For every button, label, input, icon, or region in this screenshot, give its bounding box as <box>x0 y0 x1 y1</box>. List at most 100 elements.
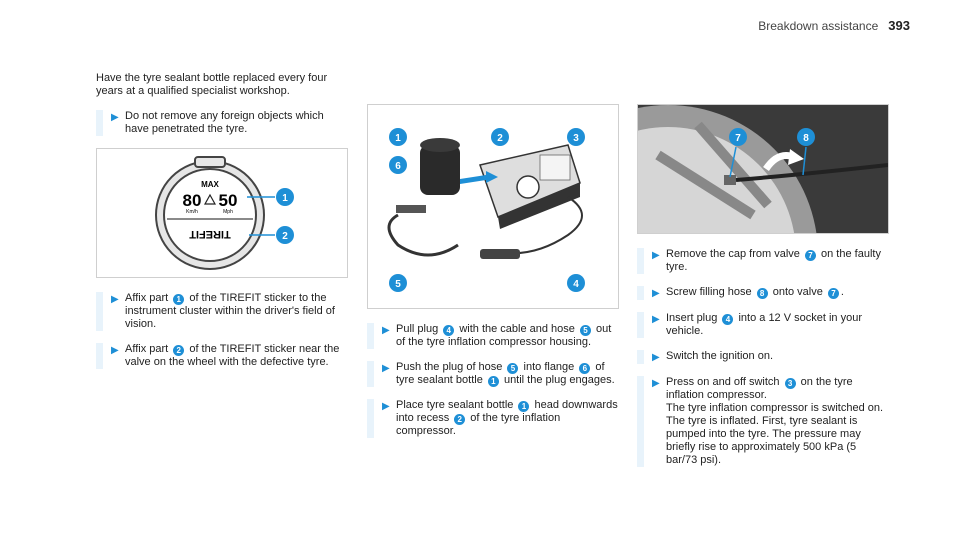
step-remove-cap: ▶ Remove the cap from valve 7 on the fau… <box>637 248 889 274</box>
compressor-illustration: 1 2 3 6 5 4 <box>387 128 585 292</box>
warning-triangle-icon <box>203 193 217 205</box>
callout-7 <box>729 128 747 146</box>
step-bar <box>367 399 374 438</box>
callout-2-label: 2 <box>282 231 288 242</box>
step-bar <box>96 343 103 369</box>
step-arrow-icon: ▶ <box>652 352 660 363</box>
callout-5 <box>389 274 407 292</box>
page-header: Breakdown assistance 393 <box>758 18 910 33</box>
part-badge: 4 <box>722 314 734 325</box>
part-badge: 1 <box>487 376 499 387</box>
text-part: Affix part <box>125 343 172 355</box>
text-part: head downwards into recess <box>396 399 618 424</box>
intro-text: Have the tyre sealant bottle replaced ev… <box>96 72 328 97</box>
step-arrow-icon: ▶ <box>111 112 119 123</box>
step-arrow-icon: ▶ <box>382 401 390 412</box>
part-badge: 5 <box>507 363 519 374</box>
callout-4-label: 4 <box>573 279 579 290</box>
step-arrow-icon: ▶ <box>652 314 660 325</box>
callout-3-label: 3 <box>573 133 579 144</box>
step-text: Affix part 2 of the TIREFIT sticker near… <box>125 343 348 369</box>
sticker-mph-value: 50 <box>219 191 238 210</box>
step-bar <box>96 292 103 331</box>
tirefit-sticker-illustration: MAX 80 50 Km/h Mph TIREFIT 1 2 <box>155 156 294 270</box>
step-text: Remove the cap from valve 7 on the fault… <box>666 248 889 274</box>
step-bar <box>637 312 644 338</box>
step-note: ▶ Do not remove any foreign objects whic… <box>96 110 348 136</box>
step-bar <box>96 110 103 136</box>
text-part: Push the plug of hose <box>396 361 506 373</box>
text-part: into a 12 V socket in your vehicle. <box>666 312 862 337</box>
column-2: 1 2 3 6 5 4 ▶ Pull plug 4 with the cable… <box>367 72 619 450</box>
step-bar <box>367 361 374 387</box>
text-part: of tyre sealant bottle <box>396 361 605 386</box>
result-text: The tyre is inflated. First, tyre sealan… <box>666 415 861 466</box>
step-screw-hose: ▶ Screw filling hose 8 onto valve 7. <box>637 286 889 300</box>
callout-8 <box>797 128 815 146</box>
step-arrow-icon: ▶ <box>652 378 660 389</box>
text-part: Affix part <box>125 292 172 304</box>
text-line: Press on and off switch 3 on the tyre in… <box>666 376 889 402</box>
step-insert-plug: ▶ Insert plug 4 into a 12 V socket in yo… <box>637 312 889 338</box>
callout-2 <box>491 128 509 146</box>
callout-7-label: 7 <box>735 133 741 144</box>
step-place-bottle: ▶ Place tyre sealant bottle 1 head downw… <box>367 399 619 438</box>
tirefit-sticker-figure: MAX 80 50 Km/h Mph TIREFIT 1 2 <box>96 148 348 278</box>
callout-1-label: 1 <box>395 133 401 144</box>
text-part: on the faulty tyre. <box>666 248 881 273</box>
valve-illustration: 7 8 <box>638 105 888 233</box>
callout-8-label: 8 <box>803 133 809 144</box>
step-arrow-icon: ▶ <box>652 250 660 261</box>
callout-6-label: 6 <box>395 161 401 172</box>
step-arrow-icon: ▶ <box>382 325 390 336</box>
text-part: on the tyre inflation compressor. <box>666 376 853 401</box>
sticker-kmh-value: 80 <box>183 191 202 210</box>
part-badge: 5 <box>579 325 591 336</box>
step-affix-part-1: ▶ Affix part 1 of the TIREFIT sticker to… <box>96 292 348 331</box>
step-arrow-icon: ▶ <box>652 288 660 299</box>
part-badge: 2 <box>454 414 466 425</box>
callout-1 <box>276 188 294 206</box>
step-bar <box>367 323 374 349</box>
valve-figure: 7 8 <box>637 104 889 234</box>
step-text: Insert plug 4 into a 12 V socket in your… <box>666 312 889 338</box>
page-number: 393 <box>888 18 910 33</box>
step-press-switch: ▶ Press on and off switch 3 on the tyre … <box>637 376 889 467</box>
column-3: 7 8 ▶ Remove the cap from valve 7 on the… <box>637 72 889 479</box>
callout-5-label: 5 <box>395 279 401 290</box>
part-badge: 3 <box>784 378 796 389</box>
step-push-plug: ▶ Push the plug of hose 5 into flange 6 … <box>367 361 619 387</box>
step-arrow-icon: ▶ <box>382 363 390 374</box>
text-part: of the TIREFIT sticker to the instrument… <box>125 292 335 330</box>
step-bar <box>637 248 644 274</box>
text-part: into flange <box>520 361 578 373</box>
callout-2 <box>276 226 294 244</box>
text-part: onto valve <box>769 286 826 298</box>
callout-1-label: 1 <box>282 193 288 204</box>
step-ignition-on: ▶ Switch the ignition on. <box>637 350 889 364</box>
step-bar <box>637 376 644 467</box>
compressor-figure: 1 2 3 6 5 4 <box>367 104 619 309</box>
part-badge: 1 <box>173 294 185 305</box>
part-badge: 7 <box>827 288 839 299</box>
sticker-brand: TIREFIT <box>189 228 231 240</box>
part-badge: 1 <box>518 401 530 412</box>
step-affix-part-2: ▶ Affix part 2 of the TIREFIT sticker ne… <box>96 343 348 369</box>
text-part: of the TIREFIT sticker near the valve on… <box>125 343 340 368</box>
sticker-max: MAX <box>201 180 219 189</box>
text-part: with the cable and hose <box>456 323 578 335</box>
sticker-mph-unit: Mph <box>223 209 233 215</box>
step-bar <box>637 286 644 300</box>
text-part: Insert plug <box>666 312 721 324</box>
step-text: Press on and off switch 3 on the tyre in… <box>666 376 889 467</box>
step-text: Switch the ignition on. <box>666 350 774 362</box>
step-text: Screw filling hose 8 onto valve 7. <box>666 286 889 300</box>
text-part: Place tyre sealant bottle <box>396 399 517 411</box>
text-part: until the plug engages. <box>500 374 615 386</box>
result-text: The tyre inflation compressor is switche… <box>666 402 884 414</box>
part-badge: 4 <box>443 325 455 336</box>
text-part: . <box>840 286 844 298</box>
part-badge: 6 <box>579 363 591 374</box>
part-badge: 2 <box>173 345 185 356</box>
step-text: Push the plug of hose 5 into flange 6 of… <box>396 361 619 387</box>
